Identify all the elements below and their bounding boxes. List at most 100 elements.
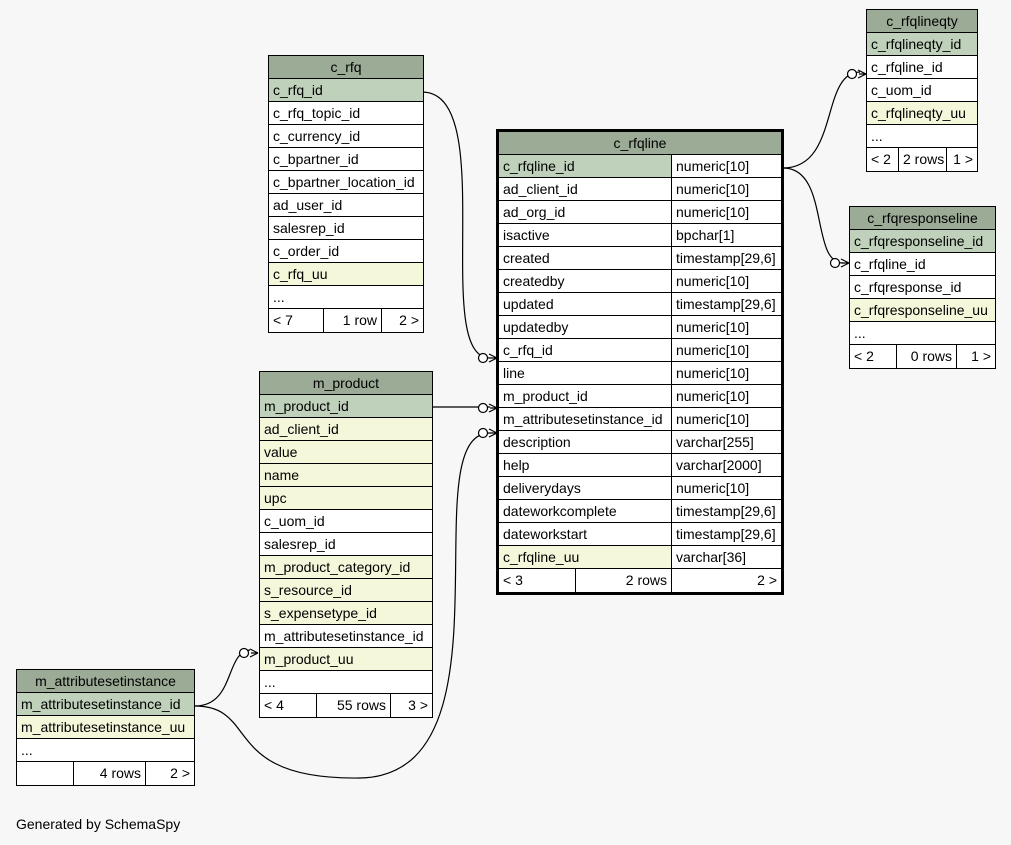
- crowfoot-marker: [857, 69, 867, 79]
- table-m_attributesetinstance[interactable]: m_attributesetinstance m_attributesetins…: [16, 669, 195, 786]
- children-count[interactable]: 3 >: [390, 694, 432, 717]
- column-row: value: [260, 441, 432, 464]
- column-name: salesrep_id: [273, 220, 345, 236]
- column-name: isactive: [503, 227, 550, 243]
- column-row: m_product_category_id: [260, 556, 432, 579]
- table-title[interactable]: c_rfqlineqty: [886, 13, 958, 29]
- column-name: m_product_id: [264, 398, 349, 414]
- children-count[interactable]: 1 >: [956, 345, 995, 368]
- column-type: varchar[36]: [671, 546, 781, 568]
- table-m_product[interactable]: m_product m_product_id ad_client_id valu…: [259, 371, 433, 718]
- column-type: bpchar[1]: [671, 224, 781, 246]
- parents-count: [17, 762, 73, 785]
- column-row: salesrep_id: [269, 217, 423, 240]
- column-name: c_rfqlineqty_id: [871, 36, 962, 52]
- optional-end-marker: [846, 68, 858, 80]
- column-name: c_order_id: [273, 243, 340, 259]
- column-row: m_product_uu: [260, 648, 432, 671]
- relation-c_rfqline-to-c_rfqresponseline: [782, 167, 844, 264]
- column-name: c_rfq_uu: [273, 266, 328, 282]
- column-row: c_bpartner_location_id: [269, 171, 423, 194]
- column-type: numeric[10]: [671, 316, 781, 338]
- crowfoot-marker: [488, 428, 498, 438]
- table-footer: < 4 55 rows 3 >: [260, 694, 432, 717]
- column-name: dateworkcomplete: [503, 503, 617, 519]
- column-name: ad_client_id: [503, 181, 578, 197]
- children-count[interactable]: 2 >: [145, 762, 194, 785]
- table-footer: < 7 1 row 2 >: [269, 309, 423, 332]
- row-count: 4 rows: [73, 762, 145, 785]
- table-footer: < 2 2 rows 1 >: [867, 148, 977, 171]
- column-type: numeric[10]: [671, 408, 781, 430]
- relation-c_rfq-to-c_rfqline: [421, 91, 491, 359]
- parents-count[interactable]: < 3: [503, 572, 523, 588]
- column-row: ...: [867, 125, 977, 148]
- table-c_rfq[interactable]: c_rfq c_rfq_id c_rfq_topic_id c_currency…: [268, 55, 424, 333]
- column-row: c_rfqline_id numeric[10]: [499, 155, 781, 178]
- column-name: m_product_category_id: [264, 559, 411, 575]
- column-type: numeric[10]: [671, 362, 781, 384]
- relation-m_attributesetinstance-to-m_product: [194, 649, 251, 707]
- column-name: c_bpartner_id: [273, 151, 359, 167]
- column-name: c_rfqlineqty_uu: [871, 105, 966, 121]
- column-row: s_resource_id: [260, 579, 432, 602]
- column-name: ad_org_id: [503, 204, 566, 220]
- column-name: c_rfqline_id: [503, 158, 575, 174]
- column-row: c_rfqlineqty_uu: [867, 102, 977, 125]
- table-footer: 4 rows 2 >: [17, 762, 194, 785]
- column-name: c_rfq_id: [273, 82, 323, 98]
- column-row: isactive bpchar[1]: [499, 224, 781, 247]
- row-count: 2 rows: [575, 569, 671, 592]
- column-name: name: [264, 467, 300, 483]
- column-type: timestamp[29,6]: [671, 523, 781, 545]
- column-name: c_rfq_topic_id: [273, 105, 361, 121]
- table-title[interactable]: m_attributesetinstance: [35, 673, 176, 689]
- table-header: c_rfqlineqty: [867, 10, 977, 33]
- parents-count[interactable]: < 4: [264, 697, 284, 713]
- column-row: m_attributesetinstance_id: [260, 625, 432, 648]
- crowfoot-marker: [488, 403, 498, 413]
- column-name: ad_client_id: [264, 421, 339, 437]
- column-name: c_rfqresponse_id: [854, 279, 962, 295]
- table-title[interactable]: c_rfqresponseline: [867, 210, 978, 226]
- column-type: numeric[10]: [671, 477, 781, 499]
- table-c_rfqresponseline[interactable]: c_rfqresponseline c_rfqresponseline_id c…: [849, 206, 996, 369]
- table-header: c_rfqline: [499, 132, 781, 155]
- table-title[interactable]: c_rfqline: [613, 135, 667, 151]
- column-name: c_rfq_id: [503, 342, 553, 358]
- generated-by-label: Generated by SchemaSpy: [16, 816, 181, 832]
- parents-count[interactable]: < 2: [854, 348, 874, 364]
- column-name: ...: [854, 325, 866, 341]
- column-name: help: [503, 457, 530, 473]
- optional-end-marker: [238, 647, 250, 659]
- column-type: numeric[10]: [671, 201, 781, 223]
- column-type: numeric[10]: [671, 155, 781, 177]
- parents-count[interactable]: < 7: [273, 312, 293, 328]
- parents-count[interactable]: < 2: [871, 151, 891, 167]
- column-type: varchar[255]: [671, 431, 781, 453]
- column-name: ad_user_id: [273, 197, 343, 213]
- table-title[interactable]: c_rfq: [330, 59, 362, 75]
- column-name: c_bpartner_location_id: [273, 174, 415, 190]
- row-count: 1 row: [323, 309, 381, 332]
- table-c_rfqlineqty[interactable]: c_rfqlineqty c_rfqlineqty_id c_rfqline_i…: [866, 9, 978, 172]
- column-name: createdby: [503, 273, 565, 289]
- children-count[interactable]: 2 >: [671, 569, 781, 592]
- row-count: 0 rows: [896, 345, 956, 368]
- column-row: c_rfqresponseline_id: [850, 230, 995, 253]
- column-name: s_resource_id: [264, 582, 352, 598]
- children-count[interactable]: 2 >: [381, 309, 423, 332]
- children-count[interactable]: 1 >: [946, 148, 977, 171]
- table-header: c_rfq: [269, 56, 423, 79]
- column-name: ...: [871, 128, 883, 144]
- column-name: ...: [273, 289, 285, 305]
- table-c_rfqline[interactable]: c_rfqline c_rfqline_id numeric[10] ad_cli…: [496, 129, 784, 595]
- table-title[interactable]: m_product: [312, 375, 380, 391]
- table-header: m_product: [260, 372, 432, 395]
